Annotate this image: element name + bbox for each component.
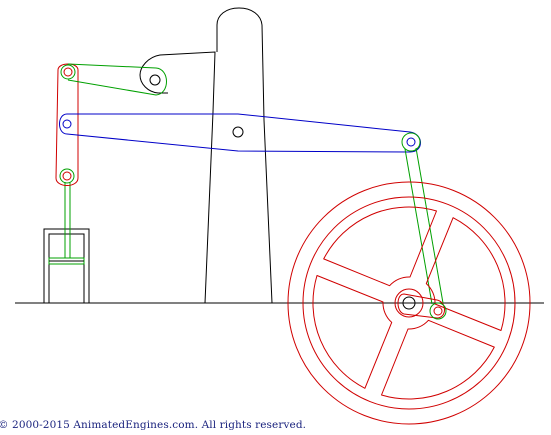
cylinder — [43, 228, 90, 303]
piston-rod — [64, 182, 71, 258]
flywheel-opening — [381, 319, 495, 400]
flywheel-opening — [425, 217, 506, 331]
parallel-motion-hanger — [55, 63, 79, 186]
frame-column — [139, 7, 273, 304]
walking-beam — [59, 113, 421, 153]
flywheel-opening — [323, 206, 437, 287]
crank — [397, 293, 447, 320]
copyright-notice: © 2000-2015 AnimatedEngines.com. All rig… — [0, 419, 307, 431]
piston — [48, 257, 85, 265]
flywheel — [287, 181, 531, 425]
parallel-motion-radius-link — [67, 63, 167, 96]
flywheel-opening — [312, 275, 393, 389]
connecting-rod — [404, 147, 444, 305]
